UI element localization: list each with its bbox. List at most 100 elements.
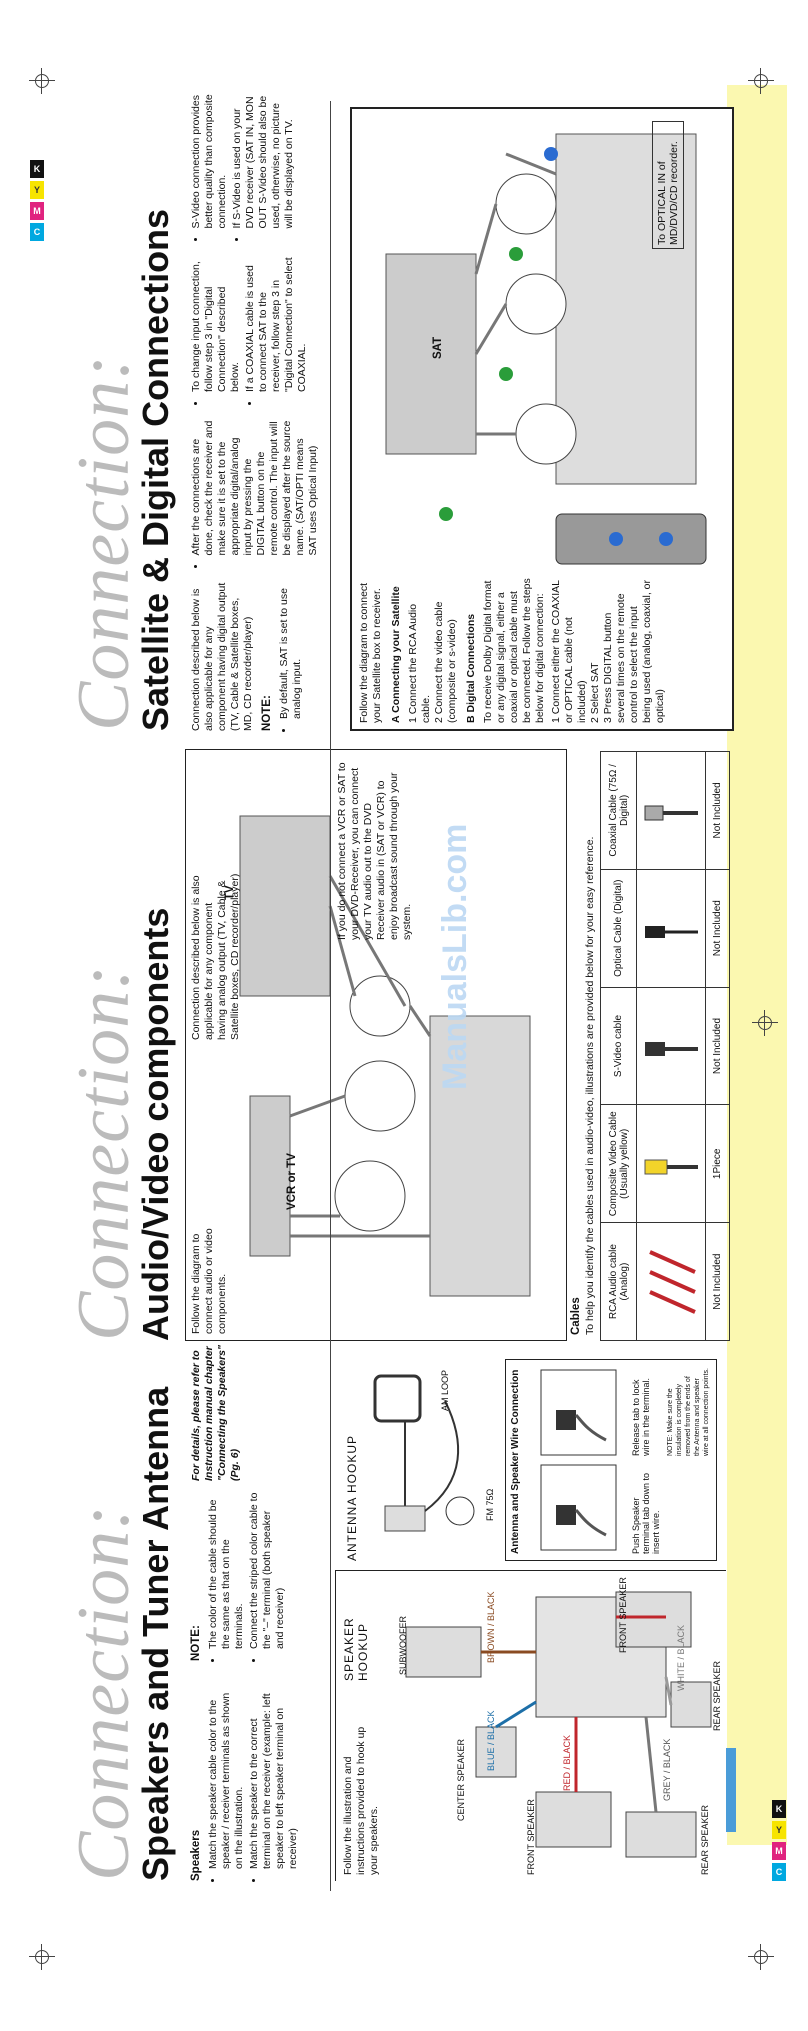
swatch-y: Y [772,1821,786,1839]
swatch-m: M [772,1842,786,1860]
satellite-note-heading: NOTE: [261,695,273,731]
cmyk-swatches-bottom: K Y M C [772,1800,786,1884]
connector-zoom-3 [349,975,411,1037]
cables-image-row [636,751,706,1341]
antenna-terminal [384,1505,426,1532]
sat-box [385,253,477,455]
connector-zoom-1 [334,1160,406,1232]
satellite-note-bullet: To change input connection, follow step … [190,255,242,392]
brown-wire-label: BROWN / BLACK [486,1591,496,1663]
section-satellite-digital: Connection: Satellite & Digital Connecti… [0,91,808,731]
cable-status: Not Included [705,1222,730,1341]
speaker-hookup-diagram [405,1591,712,1858]
note-bullet: Connect the striped color cable to the "… [248,1491,287,1649]
antenna-diagram [373,1374,475,1532]
cable-name: Composite Video Cable (Usually yellow) [600,1104,637,1223]
center-speaker-label: CENTER SPEAKER [456,1738,466,1821]
note-bullet: The color of the cable should be the sam… [207,1491,246,1649]
section-title: Audio/Video components [135,907,176,1341]
satellite-follow-text: Follow the diagram to connect your Satel… [358,582,383,723]
receiver-device [429,1015,531,1297]
satellite-note-bullet: By default, SAT is set to use analog inp… [278,582,304,719]
registration-mark-icon [29,1944,55,1970]
satellite-intro: Connection described below is also appli… [190,582,254,731]
satellite-notes: Connection described below is also appli… [190,91,340,731]
swatch-m: M [30,202,44,220]
zoom-b [505,273,567,335]
details-reference: For details, please refer to Instruction… [190,1345,241,1481]
wire-push-text: Push Speaker terminal tab down to insert… [631,1472,661,1554]
tv-label: TV [224,885,236,900]
speaker-hookup-panel: Follow the illustration and instructions… [335,1570,726,1881]
swatch-c: C [30,223,44,241]
front-left-speaker [535,1791,612,1848]
speaker-hookup-label: SPEAKER HOOKUP [342,1617,370,1681]
zoom-a [515,403,577,465]
rear-right-label: REAR SPEAKER [712,1660,722,1731]
connector-zoom-2 [344,1060,416,1132]
sat-step: 1 Connect the RCA Audio cable. [407,603,432,723]
wire-note-text: NOTE: Make sure the insulation is comple… [667,1368,710,1456]
speakers-bullet: Match the speaker cable color to the spe… [207,1691,246,1869]
registration-mark-icon [748,68,774,94]
cable-name: S-Video cable [600,987,637,1105]
cmyk-swatches-top: K Y M C [30,160,44,244]
front-right-label: FRONT SPEAKER [618,1577,628,1653]
white-wire-label: WHITE / BLACK [676,1624,686,1691]
wire-connection-title: Antenna and Speaker Wire Connection [510,1369,521,1554]
speakers-heading: Speakers [190,1829,202,1881]
composite-cable-icon [636,1104,706,1223]
center-speaker [475,1726,517,1778]
remote-control [555,513,707,565]
cables-status-row: Not Included 1Piece Not Included Not Inc… [705,751,730,1341]
av-diagram-panel: Follow the diagram to connect audio or v… [185,749,567,1341]
rear-left-speaker [625,1811,697,1858]
cables-name-row: RCA Audio cable (Analog) Composite Video… [600,751,637,1341]
cable-name: Coaxial Cable (75Ω / Digital) [600,751,637,870]
cable-status: Not Included [705,869,730,988]
wire-connection-box: Antenna and Speaker Wire Connection Push… [505,1359,717,1561]
satellite-note-bullet: If a COAXIAL cable is used to connect SA… [244,255,309,392]
vcr-device [249,1095,291,1257]
front-right-speaker [615,1591,692,1648]
grey-wire-label: GREY / BLACK [662,1738,672,1801]
coaxial-cable-icon [636,751,706,870]
zoom-c [495,173,557,235]
digital-step: 2 Select SAT [589,662,601,724]
swatch-k: K [30,160,44,178]
tv-device [239,815,331,997]
subwoofer [405,1626,482,1678]
rca-cable-icon [636,1222,706,1341]
am-loop-label: AM LOOP [440,1369,450,1411]
optical-cable-icon [636,869,706,988]
registration-mark-icon [752,1010,778,1036]
section-speakers-antenna: Connection: Speakers and Tuner Antenna S… [0,1341,808,1881]
cables-subtitle: To help you identify the cables used in … [584,836,596,1335]
note-text: NOTE: The color of the cable should be t… [190,1491,289,1661]
swatch-k: K [772,1800,786,1818]
section-title: Speakers and Tuner Antenna [135,1386,176,1881]
antenna-hookup-label: ANTENNA HOOKUP [345,1434,359,1561]
am-loop-antenna [373,1374,422,1423]
speakers-text: Speakers Match the speaker cable color t… [190,1691,302,1881]
cables-heading: Cables [570,1297,582,1335]
vcr-label: VCR or TV [286,1153,298,1210]
section-divider [330,101,331,1891]
note-heading: NOTE: [190,1625,202,1661]
subwoofer-label: SUBWOOFER [398,1615,408,1675]
digital-heading: B Digital Connections [465,613,477,723]
sat-label: SAT [432,336,444,359]
watermark: ManualsLib.com [436,823,474,1090]
registration-mark-icon [748,1944,774,1970]
satellite-note-bullet: S-Video connection provides better quali… [190,91,229,228]
section-title: Satellite & Digital Connections [135,208,176,731]
sat-connect-heading: A Connecting your Satellite [390,586,402,723]
registration-mark-icon [29,68,55,94]
satellite-note-bullet: If S-Video is used on your DVD receiver … [231,91,296,229]
cables-table: RCA Audio cable (Analog) Composite Video… [600,751,730,1341]
blue-wire-label: BLUE / BLACK [486,1710,496,1771]
swatch-c: C [772,1863,786,1881]
sat-step: 2 Connect the video cable (composite or … [433,601,458,723]
speakers-bullet: Match the speaker to the correct termina… [248,1691,300,1869]
fm-label: FM 75Ω [485,1488,495,1521]
